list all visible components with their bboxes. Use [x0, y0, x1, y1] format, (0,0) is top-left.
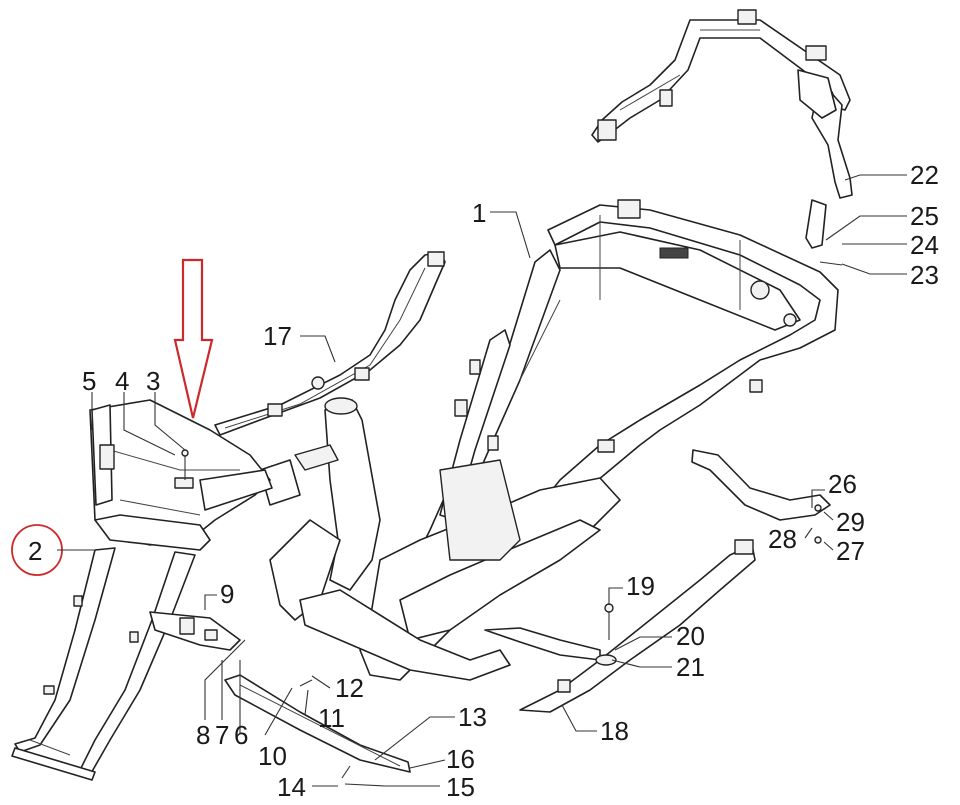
callout-3: 3 [146, 366, 160, 396]
callout-24: 24 [910, 230, 939, 260]
part-1-main-frame[interactable] [259, 199, 839, 681]
callout-14: 14 [277, 772, 306, 802]
callout-6: 6 [234, 720, 248, 750]
callout-22: 22 [910, 160, 939, 190]
callout-21: 21 [676, 652, 705, 682]
callout-11: 11 [318, 703, 345, 733]
callout-labels: 1 2 3 4 5 6 7 8 9 10 11 12 13 14 15 16 1… [28, 160, 939, 802]
callout-16: 16 [446, 744, 475, 774]
callout-20: 20 [676, 621, 705, 651]
callout-2: 2 [28, 536, 42, 566]
callout-27: 27 [836, 536, 865, 566]
callout-4: 4 [115, 366, 129, 396]
callout-18: 18 [600, 716, 629, 746]
part-13-stand-bar[interactable] [224, 674, 411, 773]
callout-5: 5 [82, 366, 96, 396]
part-2-front-support[interactable] [11, 547, 196, 781]
part-17-side-bracket[interactable] [214, 251, 446, 436]
down-arrow-icon [173, 258, 214, 419]
callout-7: 7 [215, 720, 229, 750]
part-9-center-bracket[interactable] [149, 611, 241, 651]
part-22-rear-handle[interactable] [591, 9, 853, 249]
callout-25: 25 [910, 201, 939, 231]
callout-8: 8 [196, 720, 210, 750]
part-26-rear-stay[interactable] [691, 449, 831, 521]
callout-10: 10 [258, 741, 287, 771]
callout-1: 1 [472, 198, 486, 228]
part-18-footrest-plate[interactable] [484, 539, 756, 713]
part-5-front-bracket[interactable] [89, 399, 273, 551]
leader-lines [57, 174, 907, 787]
callout-12: 12 [335, 673, 364, 703]
callout-29: 29 [836, 507, 865, 537]
callout-17: 17 [263, 321, 292, 351]
callout-23: 23 [910, 260, 939, 290]
callout-19: 19 [626, 571, 655, 601]
callout-26: 26 [828, 469, 857, 499]
callout-13: 13 [458, 702, 487, 732]
callout-28: 28 [768, 524, 797, 554]
callout-15: 15 [446, 772, 475, 802]
callout-9: 9 [220, 579, 234, 609]
